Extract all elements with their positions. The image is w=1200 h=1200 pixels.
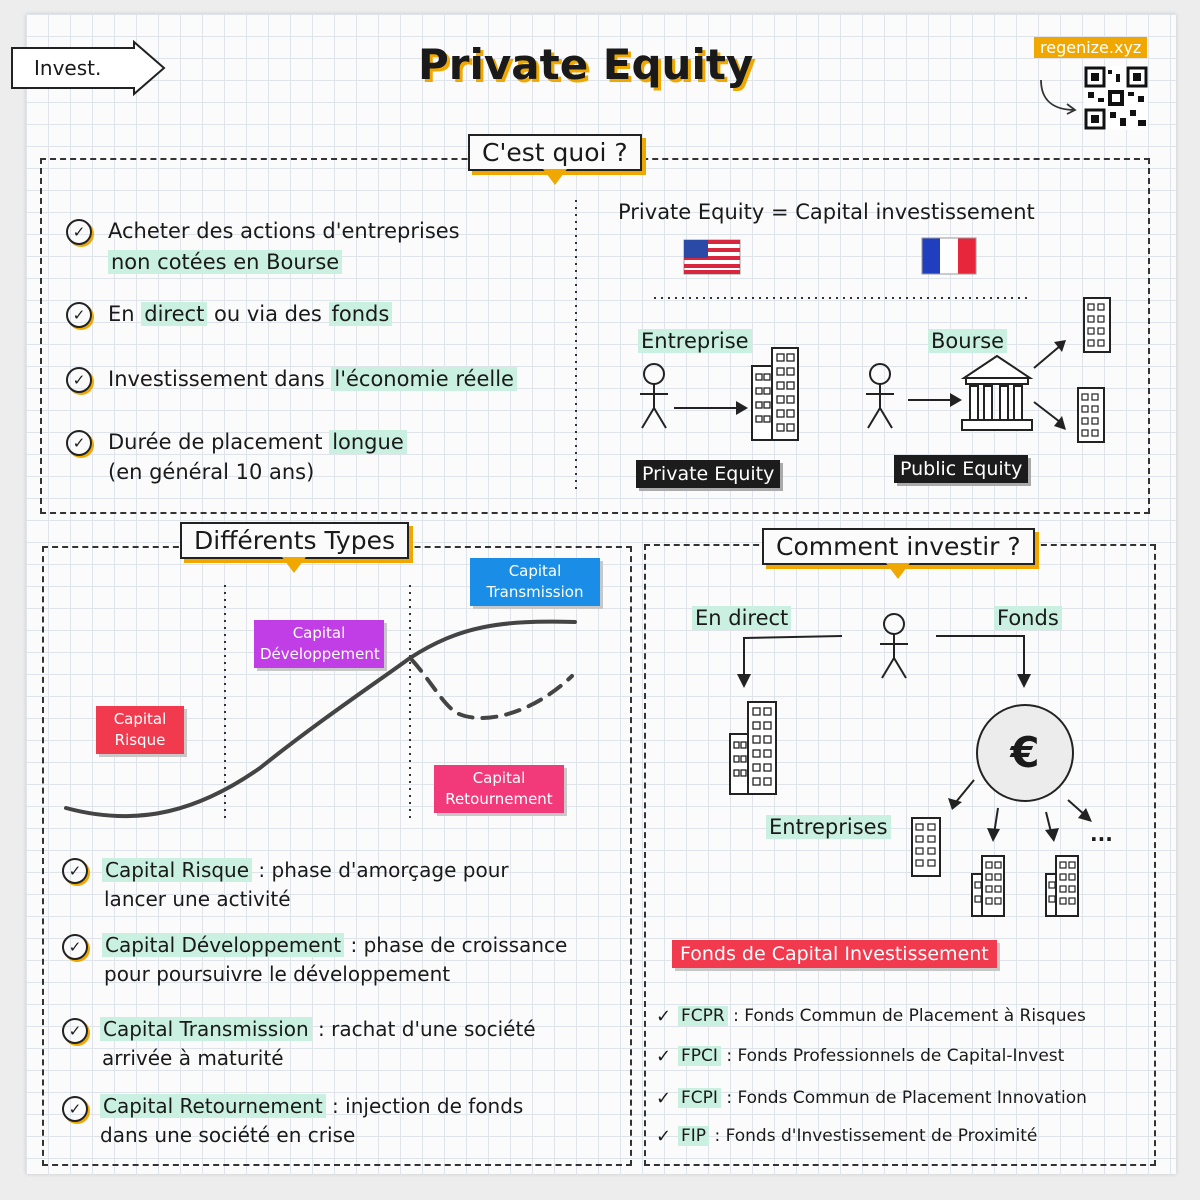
type-item-1-line2: lancer une activité	[104, 887, 291, 911]
check-icon: ✓	[62, 1018, 88, 1044]
type-item-3: Capital Transmission : rachat d'une soci…	[100, 1014, 536, 1044]
fonds-label: Fonds	[994, 603, 1062, 633]
check-icon: ✓	[66, 367, 92, 393]
check-icon: ✓	[656, 1088, 672, 1109]
building-icon	[751, 347, 799, 441]
equation-text: Private Equity = Capital investissement	[618, 200, 1035, 224]
arrow-to-direct-icon	[737, 635, 843, 688]
lifecycle-curve	[64, 585, 577, 820]
types-heading: Différents Types	[180, 522, 409, 573]
point-4-line2: (en général 10 ans)	[108, 460, 315, 484]
type-item-2-line2: pour poursuivre le développement	[104, 962, 451, 986]
fund-arrows-icon	[948, 779, 1092, 842]
site-badge[interactable]: regenize.xyz	[1034, 37, 1148, 58]
building-icon	[1077, 387, 1105, 443]
point-2: En direct ou via des fonds	[108, 299, 393, 329]
nav-label[interactable]: Invest.	[34, 56, 102, 80]
check-icon: ✓	[66, 302, 92, 328]
type-item-1: Capital Risque : phase d'amorçage pour	[102, 855, 509, 885]
public-equity-label: Public Equity	[894, 455, 1029, 483]
check-icon: ✓	[656, 1006, 672, 1027]
point-1-line2: non cotées en Bourse	[108, 247, 343, 277]
fund-item-fip: FIP : Fonds d'Investissement de Proximit…	[678, 1126, 1037, 1146]
check-icon: ✓	[62, 934, 88, 960]
us-flag-icon	[683, 239, 741, 275]
page-title: Private Equity	[418, 40, 754, 89]
type-item-3-line2: arrivée à maturité	[102, 1046, 284, 1070]
building-icon	[971, 855, 1005, 917]
building-icon	[911, 817, 941, 877]
entreprises-label: Entreprises	[766, 812, 891, 842]
type-item-2: Capital Développement : phase de croissa…	[102, 930, 567, 960]
person-icon	[640, 363, 668, 429]
check-icon: ✓	[66, 430, 92, 456]
point-3: Investissement dans l'économie réelle	[108, 364, 517, 394]
person-icon	[880, 613, 908, 679]
qr-code-icon[interactable]	[1084, 66, 1148, 130]
entreprise-label: Entreprise	[638, 326, 752, 356]
arrow-up-right-icon	[1033, 340, 1066, 369]
invest-back-arrow[interactable]	[8, 39, 168, 100]
arrow-down-right-icon	[1033, 401, 1066, 430]
what-right-separator	[654, 297, 1030, 299]
what-heading: C'est quoi ?	[468, 134, 642, 185]
check-icon: ✓	[62, 858, 88, 884]
arrow-to-fonds-icon	[936, 635, 1031, 688]
infographic-page	[26, 14, 1176, 1174]
building-icon	[1083, 297, 1111, 353]
stock-exchange-icon	[960, 354, 1034, 431]
france-flag-icon	[921, 237, 977, 275]
check-icon: ✓	[656, 1046, 672, 1067]
check-icon: ✓	[62, 1096, 88, 1122]
building-icon	[729, 701, 777, 795]
funds-title: Fonds de Capital Investissement	[672, 940, 997, 968]
euro-fund-icon: €	[976, 704, 1074, 802]
tag-capital-risque: Capital Risque	[96, 706, 184, 754]
bourse-label: Bourse	[928, 326, 1008, 356]
private-equity-label: Private Equity	[636, 460, 781, 488]
ellipsis: ...	[1090, 822, 1113, 846]
curved-arrow-icon	[1040, 79, 1077, 115]
point-4-line1: Durée de placement longue	[108, 427, 407, 457]
person-icon	[866, 363, 894, 429]
tag-capital-retournement: Capital Retournement	[434, 765, 564, 813]
check-icon: ✓	[656, 1126, 672, 1147]
fund-item-fcpi: FCPI : Fonds Commun de Placement Innovat…	[678, 1088, 1087, 1108]
how-heading: Comment investir ?	[762, 528, 1035, 579]
what-divider	[575, 200, 577, 490]
type-item-4: Capital Retournement : injection de fond…	[100, 1091, 523, 1121]
tag-capital-transmission: Capital Transmission	[470, 558, 600, 606]
direct-label: En direct	[692, 603, 792, 633]
arrow-right-icon	[908, 393, 962, 407]
point-1-line1: Acheter des actions d'entreprises	[108, 219, 460, 243]
type-item-4-line2: dans une société en crise	[100, 1123, 356, 1147]
fund-item-fcpr: FCPR : Fonds Commun de Placement à Risqu…	[678, 1006, 1086, 1026]
check-icon: ✓	[66, 219, 92, 245]
tag-capital-developpement: Capital Développement	[254, 620, 384, 668]
building-icon	[1045, 855, 1079, 917]
arrow-right-icon	[674, 401, 748, 415]
fund-item-fpci: FPCI : Fonds Professionnels de Capital-I…	[678, 1046, 1064, 1066]
